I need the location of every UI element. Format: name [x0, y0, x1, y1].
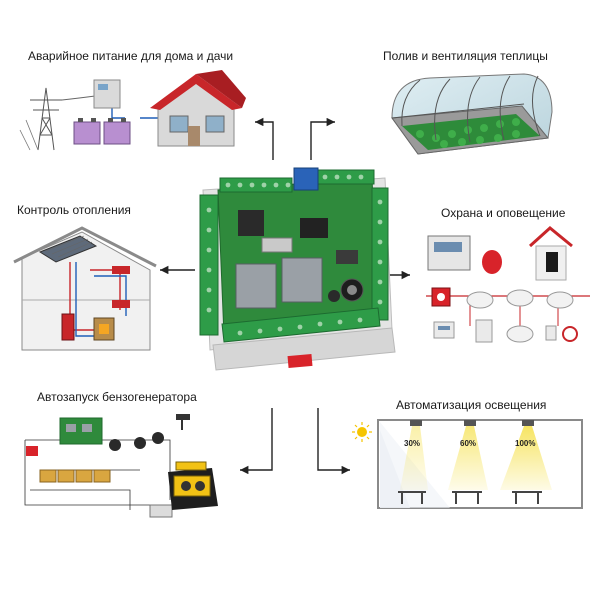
- arrow-to-power: [254, 117, 274, 160]
- siren-icon: [482, 250, 502, 274]
- label-security: Охрана и оповещение: [441, 206, 566, 220]
- generator-scene: [24, 414, 218, 518]
- controller-board: [199, 167, 396, 371]
- boiler-icon: [61, 313, 75, 341]
- battery-1: [73, 121, 101, 145]
- label-greenhouse: Полив и вентиляция теплицы: [383, 49, 548, 63]
- light-level-3: 100%: [515, 439, 535, 448]
- smoke-detector-1: [466, 291, 494, 309]
- light-level-2: 60%: [460, 439, 476, 448]
- house-icon: [150, 70, 246, 147]
- desk-icon: [398, 491, 542, 504]
- arrow-to-generator: [240, 408, 273, 475]
- heating-scene: [13, 226, 157, 351]
- relay-2: [281, 257, 323, 303]
- light-level-1: 30%: [404, 439, 420, 448]
- arrow-to-lighting: [317, 408, 350, 475]
- label-emergency-power: Аварийное питание для дома и дачи: [28, 49, 234, 63]
- security-scene: [426, 226, 590, 343]
- smoke-detector-4: [506, 325, 534, 343]
- arrow-to-greenhouse: [310, 117, 335, 160]
- lamp-1: [410, 420, 422, 426]
- arrows: [160, 117, 410, 475]
- smoke-detector-2: [506, 289, 534, 307]
- lamp-3: [522, 420, 534, 426]
- sun-icon: [357, 427, 367, 437]
- power-scene: [19, 70, 246, 151]
- lamp-beam-2: [448, 426, 488, 490]
- control-panel-icon: [427, 235, 471, 271]
- lamp-beam-3: [500, 426, 552, 490]
- door-sensor-icon: [475, 319, 493, 343]
- relay-1: [235, 263, 277, 309]
- lighting-scene: 30% 60% 100%: [352, 419, 583, 509]
- battery-2: [103, 121, 131, 145]
- greenhouse-icon: [391, 73, 553, 155]
- lamp-2: [464, 420, 476, 426]
- label-generator-autostart: Автозапуск бензогенератора: [37, 390, 197, 404]
- smoke-detector-3: [546, 291, 574, 309]
- red-clip: [287, 353, 313, 369]
- keyfob-icon: [546, 252, 558, 272]
- lamp-beam-1: [400, 426, 428, 490]
- label-lighting-automation: Автоматизация освещения: [396, 398, 547, 412]
- label-heating-control: Контроль отопления: [17, 203, 131, 217]
- blue-terminal: [293, 167, 319, 191]
